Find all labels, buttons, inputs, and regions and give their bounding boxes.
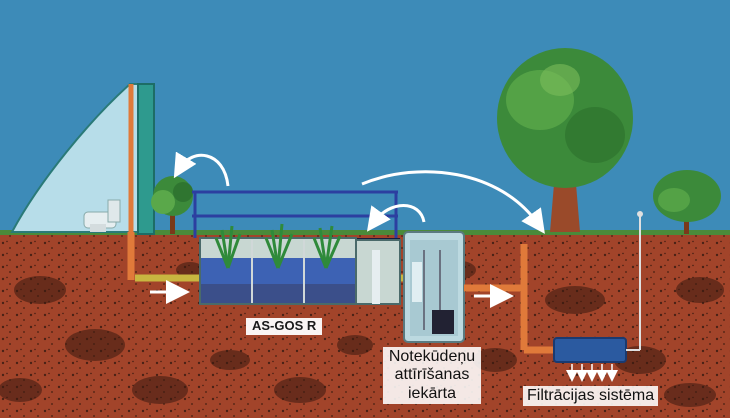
flow-arrows <box>150 280 514 308</box>
treatment-plant <box>403 231 465 343</box>
as-gos-tank <box>199 223 401 305</box>
wetland-frame <box>192 190 398 238</box>
toilet-icon <box>83 199 121 232</box>
filtration-system-label: Filtrācijas sistēma <box>523 386 659 407</box>
treatment-plant-label-line-1: Notekūdeņu <box>388 348 476 365</box>
treatment-plant-label-line-3: iekārta <box>407 384 457 402</box>
small-tree-right <box>653 170 721 234</box>
reed-plants <box>214 223 342 269</box>
big-tree <box>497 48 633 232</box>
grass-line <box>0 230 730 235</box>
filtration-box <box>553 211 643 382</box>
soil-texture <box>0 261 724 407</box>
treatment-plant-label: Notekūdeņu attīrīšanas iekārta <box>383 347 481 405</box>
as-gos-label: AS-GOS R <box>246 318 323 335</box>
treatment-plant-label-line-2: attīrīšanas <box>394 366 470 384</box>
small-tree-left <box>151 176 193 234</box>
curved-arrows <box>173 151 545 234</box>
greenhouse <box>10 83 155 235</box>
